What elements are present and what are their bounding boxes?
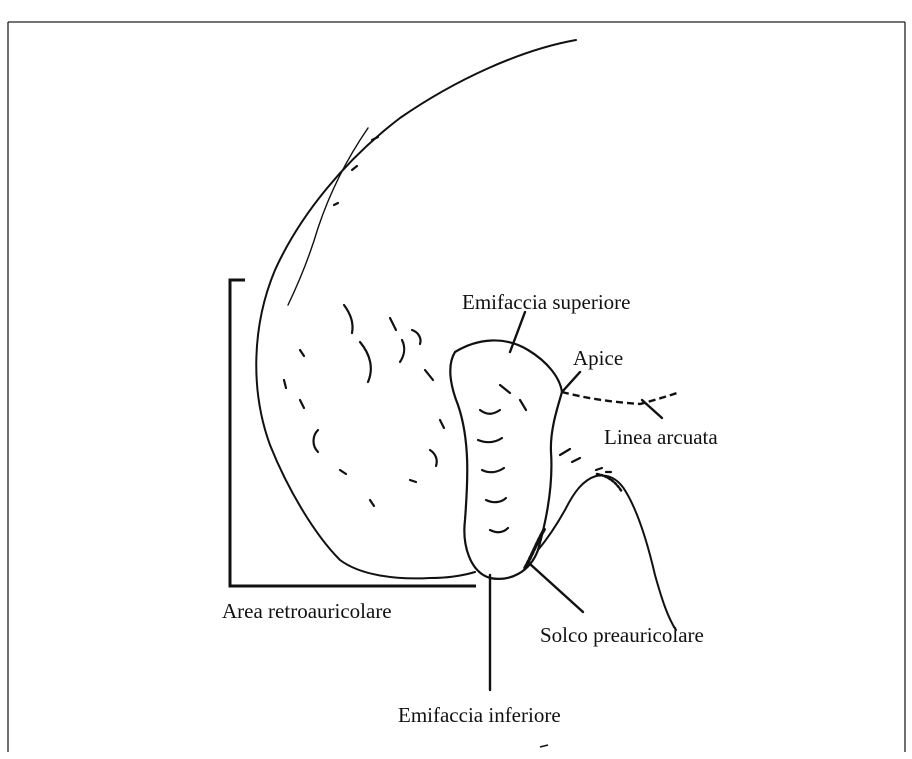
bone-inner-ridge (288, 128, 368, 305)
preauricular-sulcus-shading (525, 528, 545, 568)
greater-sciatic-notch (538, 476, 676, 630)
leader-linea-arcuata (642, 400, 662, 418)
label-emifaccia-inferiore: Emifaccia inferiore (398, 703, 561, 727)
label-area-retroauricolare: Area retroauricolare (222, 599, 392, 623)
page-frame (8, 22, 905, 752)
label-solco-preauricolare: Solco preauricolare (540, 623, 704, 647)
ilium-bone (256, 40, 676, 630)
leader-solco-preauricolare (530, 564, 583, 612)
label-linea-arcuata: Linea arcuata (604, 425, 718, 449)
leader-apice (562, 372, 580, 392)
bone-texture-marks (284, 137, 611, 532)
stray-mark (540, 745, 548, 747)
auricular-surface-outline (450, 340, 562, 578)
label-emifaccia-superiore: Emifaccia superiore (462, 290, 631, 314)
linea-arcuata-line (562, 392, 680, 404)
label-apice: Apice (573, 346, 623, 370)
